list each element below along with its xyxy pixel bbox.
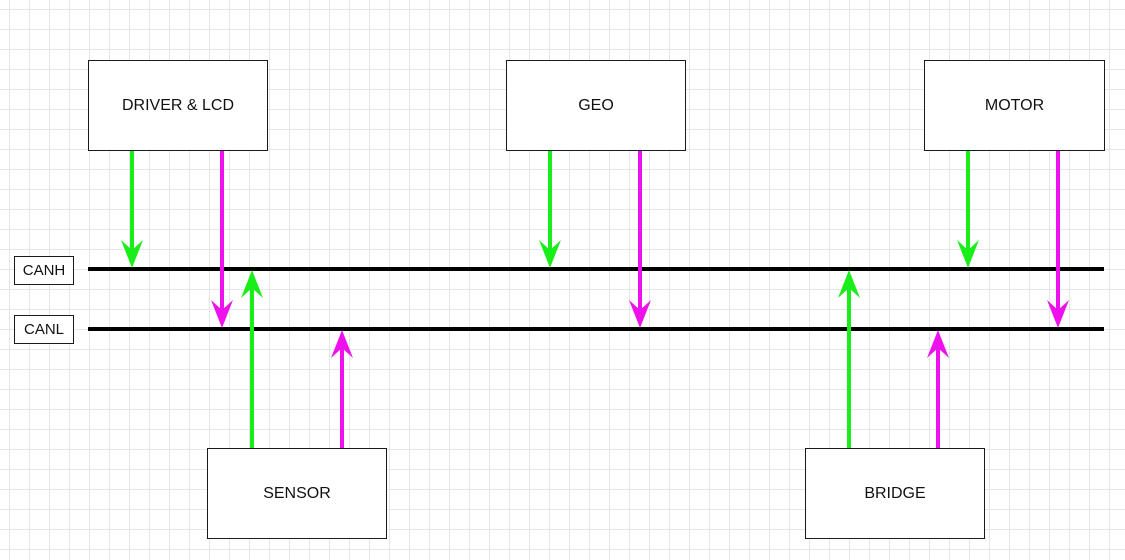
- sensor-canh-arrow: [241, 270, 263, 449]
- bridge-canl-arrow: [927, 330, 949, 449]
- geo-node: GEO: [506, 60, 686, 151]
- driver-canl-arrow: [211, 151, 233, 328]
- sensor-canl-arrow: [331, 330, 353, 449]
- canl-label: CANL: [14, 315, 74, 344]
- driver-lcd-node: DRIVER & LCD: [88, 60, 268, 151]
- motor-node: MOTOR: [924, 60, 1105, 151]
- motor-canl-arrow: [1047, 151, 1069, 328]
- bridge-canh-arrow: [838, 270, 860, 449]
- canh-label: CANH: [14, 256, 74, 285]
- motor-canh-arrow: [957, 151, 979, 268]
- geo-canl-arrow: [629, 151, 651, 328]
- sensor-node: SENSOR: [207, 448, 387, 539]
- driver-canh-arrow: [121, 151, 143, 268]
- bridge-node: BRIDGE: [805, 448, 985, 539]
- geo-canh-arrow: [539, 151, 561, 268]
